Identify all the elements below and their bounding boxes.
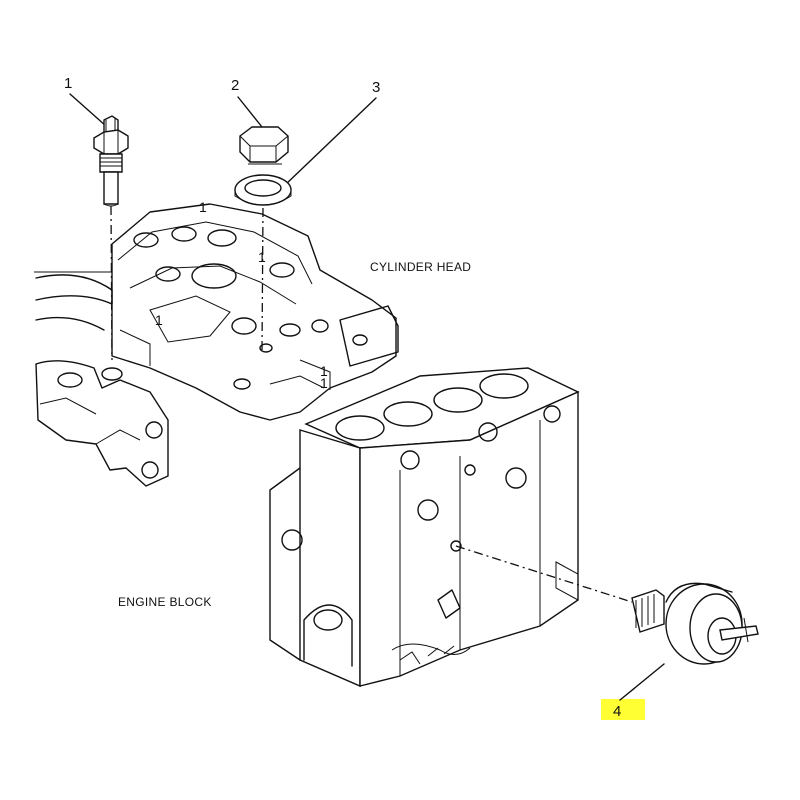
engine-block-illustration [269,367,580,688]
centerline-part-4 [455,545,633,603]
leader-line-1 [69,93,107,127]
engine-block-label: ENGINE BLOCK [118,595,212,609]
head-mark-1a: 1 [199,199,207,215]
manifold-illustration [35,360,169,487]
oil-pressure-switch-part-4 [631,582,759,665]
head-mark-1e: 1 [320,375,328,391]
drain-plug-part-2 [239,126,289,165]
gasket-washer-part-3 [234,174,292,206]
callout-2-label: 2 [231,77,239,94]
cylinder-head-label: CYLINDER HEAD [370,260,471,274]
temperature-sender-part-1 [93,115,129,207]
leader-line-3 [283,97,377,187]
leader-line-2 [237,96,263,128]
head-mark-1d: 1 [320,363,328,379]
callout-4-label: 4 [613,703,621,720]
head-mark-1c: 1 [155,312,163,328]
callout-4-highlight [601,699,645,720]
cylinder-head-illustration [34,203,399,421]
callout-1-label: 1 [64,75,72,92]
callout-3-label: 3 [372,79,380,96]
head-mark-1b: 1 [258,249,266,265]
leader-line-4 [619,663,665,701]
centerline-part-2-3 [261,207,264,351]
